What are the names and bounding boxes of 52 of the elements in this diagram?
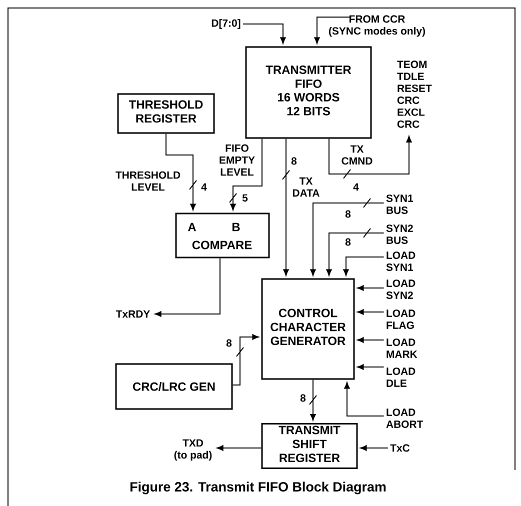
arrow xyxy=(229,138,262,210)
bus-width-label: 8 xyxy=(291,157,297,165)
block-box: CONTROL CHARACTER GENERATOR xyxy=(261,278,355,380)
arrow xyxy=(232,334,259,386)
bus-width-label: 5 xyxy=(242,194,248,202)
block-box: TRANSMITTER FIFO 16 WORDS 12 BITS xyxy=(245,46,372,139)
signal-label: LOAD SYN1 xyxy=(386,252,416,271)
signal-label: LOAD DLE xyxy=(386,368,416,387)
signal-label: LOAD MARK xyxy=(386,338,418,358)
edge-label: TX CMND xyxy=(340,144,374,166)
arrow xyxy=(357,309,384,315)
edge-label: THRESHOLD LEVEL xyxy=(114,170,182,192)
arrow xyxy=(326,228,384,276)
bus-width-label: 4 xyxy=(201,183,207,191)
arrow xyxy=(360,445,388,451)
arrow xyxy=(154,258,220,317)
figure-caption: Figure 23. Transmit FIFO Block Diagram xyxy=(130,482,386,494)
arrow xyxy=(344,382,384,416)
arrow xyxy=(343,256,384,276)
arrow xyxy=(310,198,384,276)
signal-label: LOAD FLAG xyxy=(386,310,416,329)
bus-width-label: 8 xyxy=(300,394,306,402)
arrow xyxy=(357,364,384,370)
bus-width-label: 8 xyxy=(226,339,232,347)
signal-label: LOAD SYN2 xyxy=(386,280,416,299)
block-box: CRC/LRC GEN xyxy=(115,363,233,410)
edge-label: TX DATA xyxy=(289,176,323,198)
arrow xyxy=(282,138,290,276)
signal-label: FROM CCR (SYNC modes only) xyxy=(329,15,425,37)
arrow xyxy=(357,285,384,291)
signal-label: SYN2 BUS xyxy=(386,224,413,244)
arrow xyxy=(216,445,262,451)
signal-label: D[7:0] xyxy=(212,19,240,29)
compare-box: A B COMPARE xyxy=(175,212,270,258)
bus-width-label: 8 xyxy=(345,238,351,246)
arrow xyxy=(309,379,317,421)
signal-label: TXD (to pad) xyxy=(174,439,212,461)
arrow xyxy=(166,133,197,210)
arrow xyxy=(242,24,286,44)
signal-label: LOAD ABORT xyxy=(386,408,424,428)
signal-label: TxRDY xyxy=(116,310,150,318)
edge-label: FIFO EMPTY LEVEL xyxy=(216,144,258,176)
signal-label: SYN1 BUS xyxy=(386,194,414,214)
signal-label: TEOM TDLE RESET CRC EXCL CRC xyxy=(397,60,432,128)
signal-label: TxC xyxy=(390,444,410,452)
block-box: THRESHOLD REGISTER xyxy=(117,93,215,134)
bus-width-label: 4 xyxy=(353,183,359,191)
block-box: TRANSMIT SHIFT REGISTER xyxy=(261,423,358,469)
bus-width-label: 8 xyxy=(345,210,351,218)
arrow xyxy=(328,136,412,179)
arrow xyxy=(314,16,352,44)
arrow xyxy=(357,337,384,343)
